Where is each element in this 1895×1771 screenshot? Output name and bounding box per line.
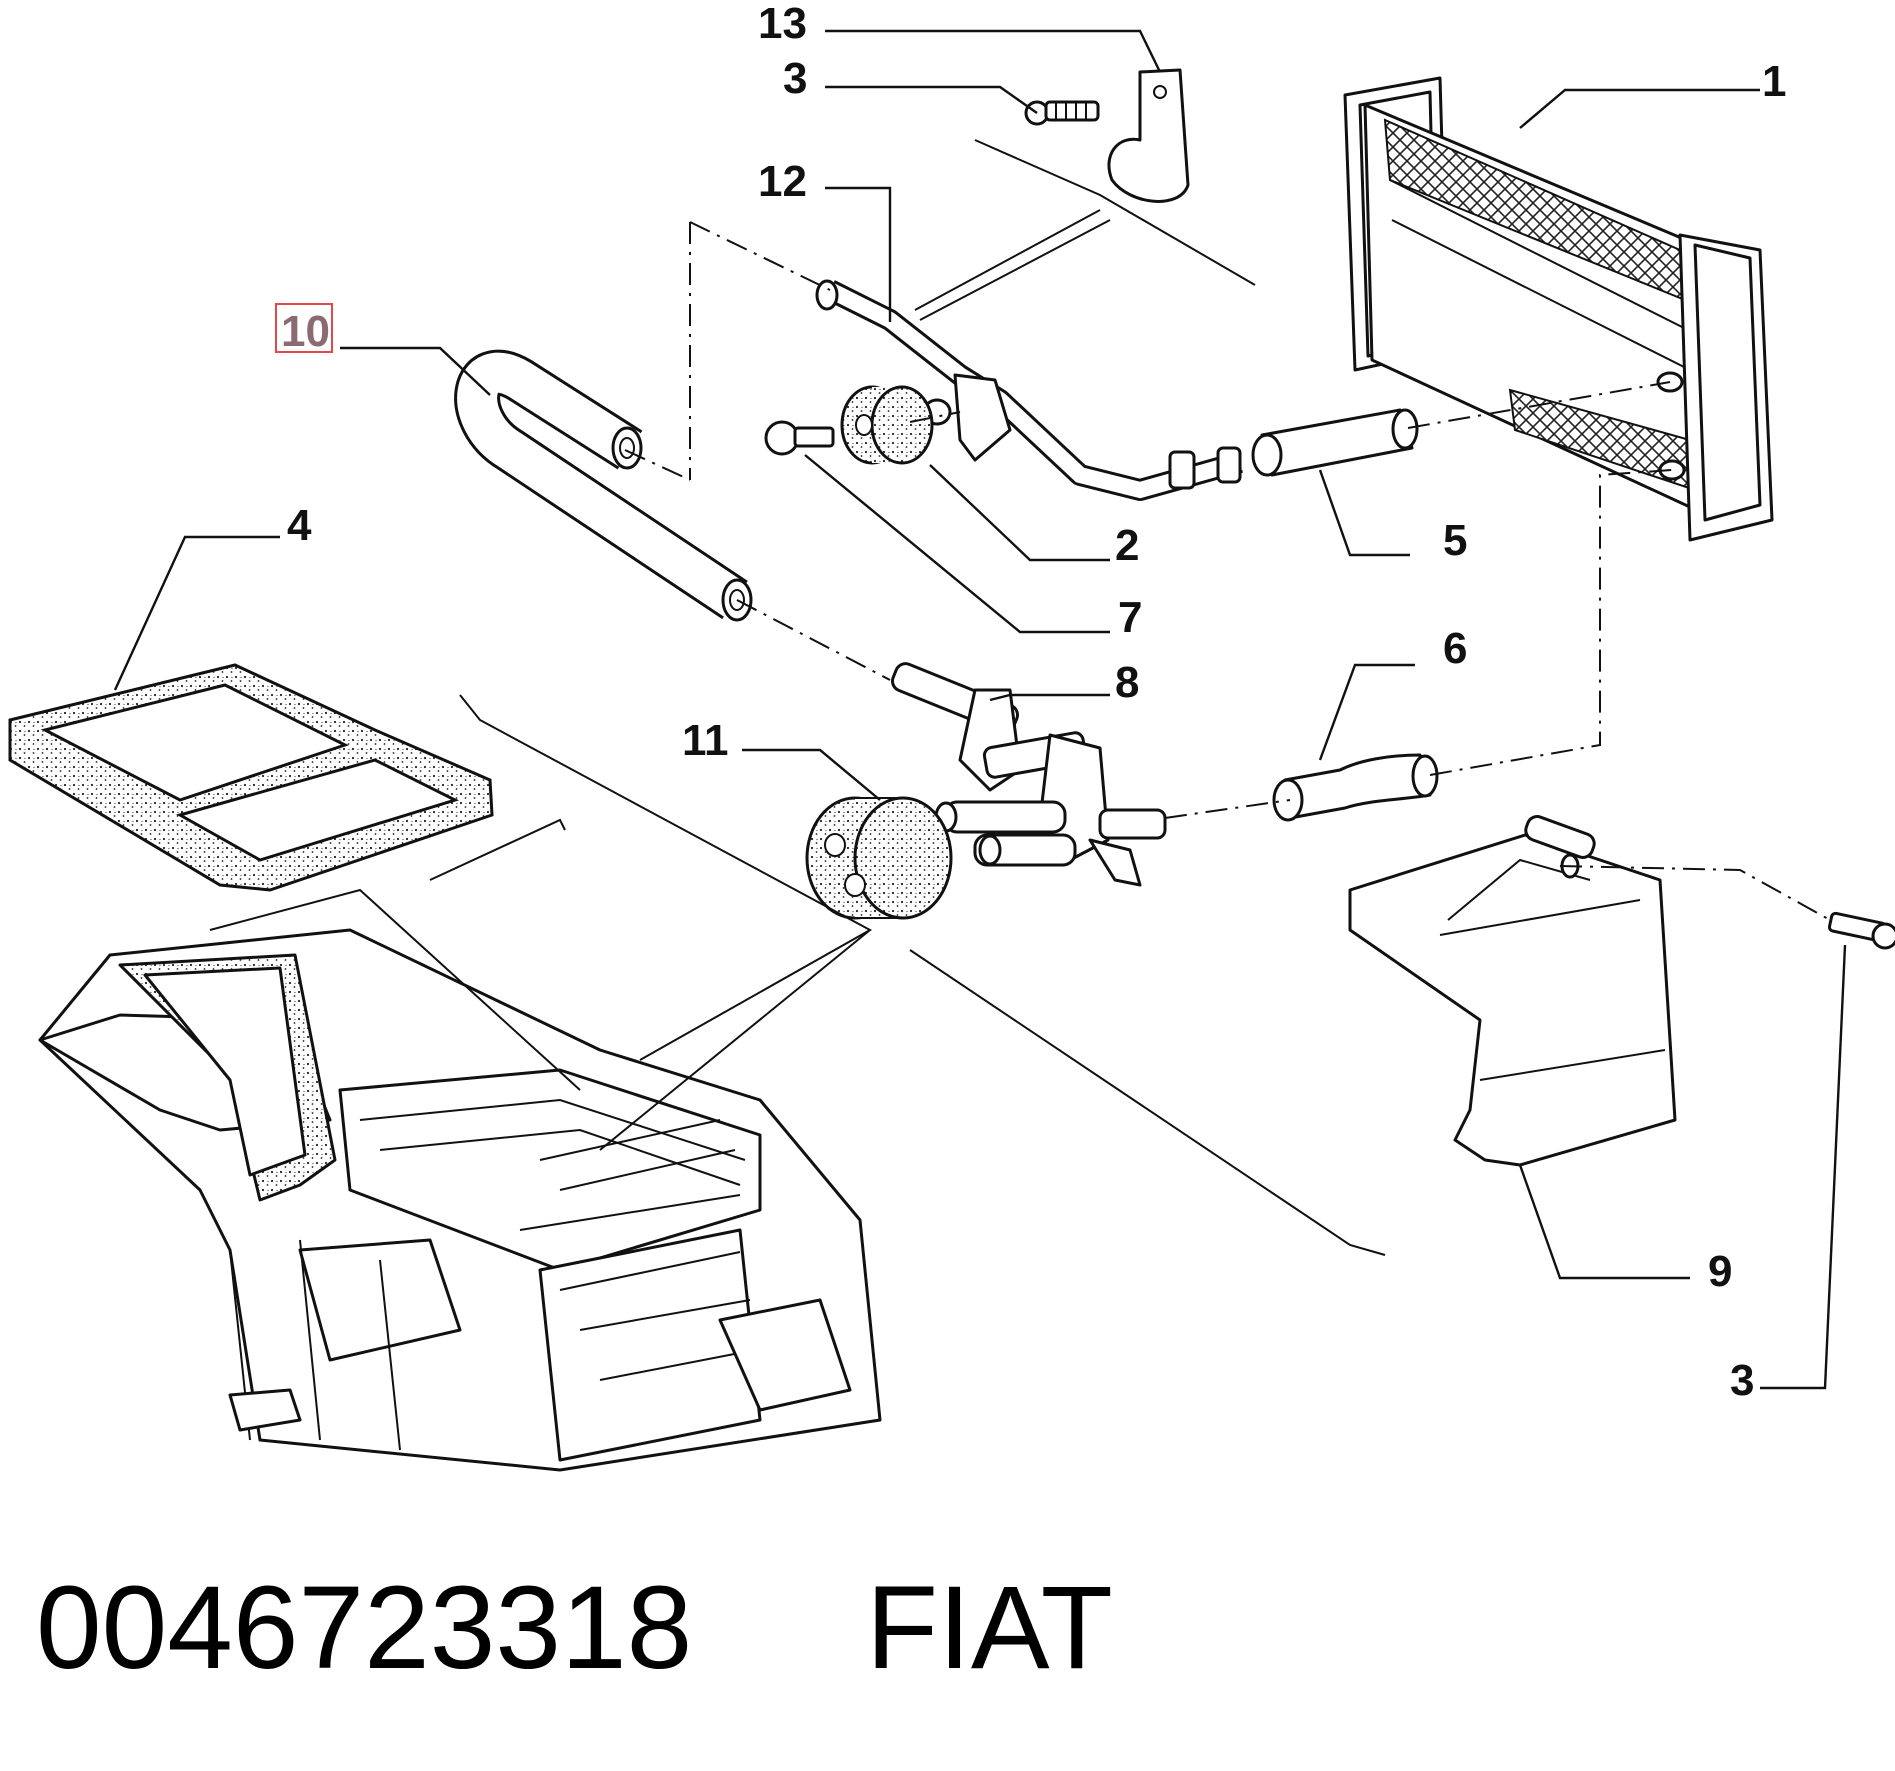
coolant-hose-part-6 <box>1272 753 1439 822</box>
part-number: 0046723318 <box>36 1562 692 1694</box>
callout-labels: 13 3 1 12 10 4 2 5 7 8 6 11 9 3 <box>275 0 1786 1405</box>
callout-12: 12 <box>758 157 807 206</box>
callout-4: 4 <box>287 501 312 550</box>
cover-part-9 <box>1348 815 1677 1167</box>
screw-part-3-right <box>1827 911 1895 950</box>
heater-housing-unit <box>38 928 882 1472</box>
callout-leaders <box>113 29 1847 1390</box>
bleed-screw-part-7 <box>764 420 835 456</box>
coolant-hose-part-10 <box>454 349 753 622</box>
callout-6: 6 <box>1443 624 1467 673</box>
callout-2: 2 <box>1115 521 1139 570</box>
water-valve-part-8 <box>891 662 1167 887</box>
callout-3-right: 3 <box>1730 1356 1754 1405</box>
callout-9: 9 <box>1708 1247 1732 1296</box>
grommet-part-11 <box>805 796 953 920</box>
callout-3-top: 3 <box>783 54 807 103</box>
assembly-dash-lines <box>624 221 1831 921</box>
callout-13: 13 <box>758 0 807 48</box>
grommet-part-2 <box>840 385 934 465</box>
brand-name: FIAT <box>866 1562 1113 1694</box>
assembly-guide-lines <box>209 139 1386 1256</box>
callout-10[interactable]: 10 <box>281 307 330 356</box>
callout-10-highlight-box <box>275 303 333 353</box>
pipe-clamp-part-13 <box>1107 68 1190 203</box>
callout-8: 8 <box>1115 658 1139 707</box>
callout-11: 11 <box>682 716 729 765</box>
callout-5: 5 <box>1443 516 1467 565</box>
callout-1: 1 <box>1762 57 1786 106</box>
callout-7: 7 <box>1118 593 1142 642</box>
heater-radiator-part-1 <box>1343 76 1774 542</box>
coolant-hose-part-5 <box>1251 408 1419 477</box>
gasket-part-4 <box>8 663 494 892</box>
